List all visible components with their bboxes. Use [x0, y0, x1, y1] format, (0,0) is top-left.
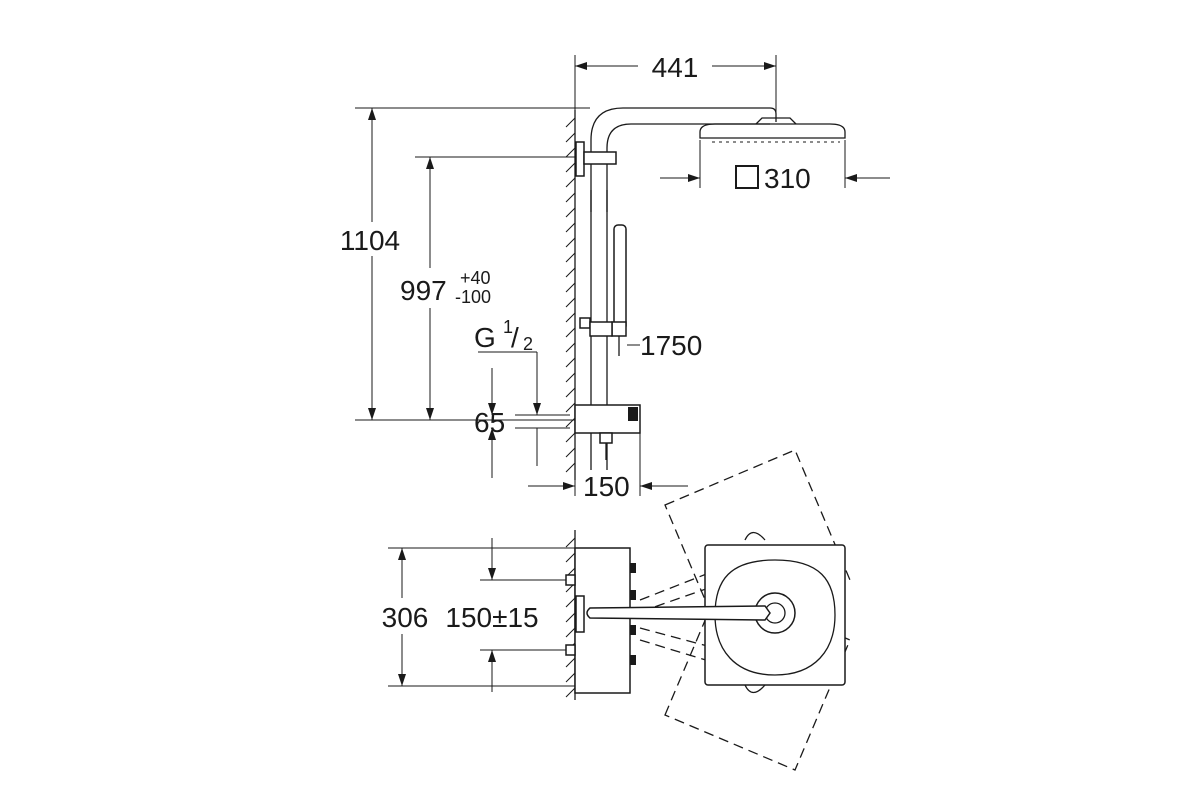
rotated-head-outline-1: [664, 449, 851, 636]
wall-hatch-elevation: [565, 110, 576, 480]
label-150: 150: [583, 471, 630, 502]
plan-view: 306 150±15: [370, 449, 851, 771]
label-thread-slash: /: [511, 322, 519, 353]
label-1750: 1750: [640, 330, 702, 361]
dim-head-size: 310: [660, 140, 890, 194]
dim-hose: 1750: [627, 330, 702, 361]
label-thread-g: G: [474, 322, 496, 353]
label-65: 65: [474, 407, 505, 438]
label-997: 997: [400, 275, 447, 306]
dim-plan-width: 306: [370, 547, 575, 687]
elevation-view: 441 310 1104 997 +40 -100: [330, 50, 890, 502]
dim-inlet-spacing: 150±15: [440, 538, 566, 692]
dim-mixer-depth: 150: [528, 425, 688, 502]
label-thread-den: 2: [523, 334, 533, 354]
label-1104: 1104: [340, 225, 400, 256]
mixer-plan: [565, 547, 636, 694]
label-310: 310: [764, 163, 811, 194]
dim-thread: G 1 / 2: [474, 317, 541, 415]
dim-total-height: 1104: [330, 107, 590, 421]
label-thread-num: 1: [503, 317, 513, 337]
rotated-head-outline-2: [664, 584, 851, 771]
label-997-tol-plus: +40: [460, 268, 491, 288]
arm-plan: [586, 605, 771, 621]
wall-hatch-plan: [565, 530, 576, 700]
square-symbol-icon: [735, 165, 759, 189]
label-150-15: 150±15: [445, 602, 538, 633]
shower-head: [699, 117, 846, 143]
hand-shower: [579, 224, 627, 356]
dim-width-top: 441: [574, 50, 777, 115]
dim-inlet-offset: 65: [474, 368, 570, 478]
label-306: 306: [382, 602, 429, 633]
thermostat-mixer: [574, 404, 641, 460]
dim-mid-height: 997 +40 -100: [396, 156, 575, 420]
label-997-tol-minus: -100: [455, 287, 491, 307]
label-441: 441: [652, 52, 699, 83]
wall-bracket: [575, 141, 617, 177]
